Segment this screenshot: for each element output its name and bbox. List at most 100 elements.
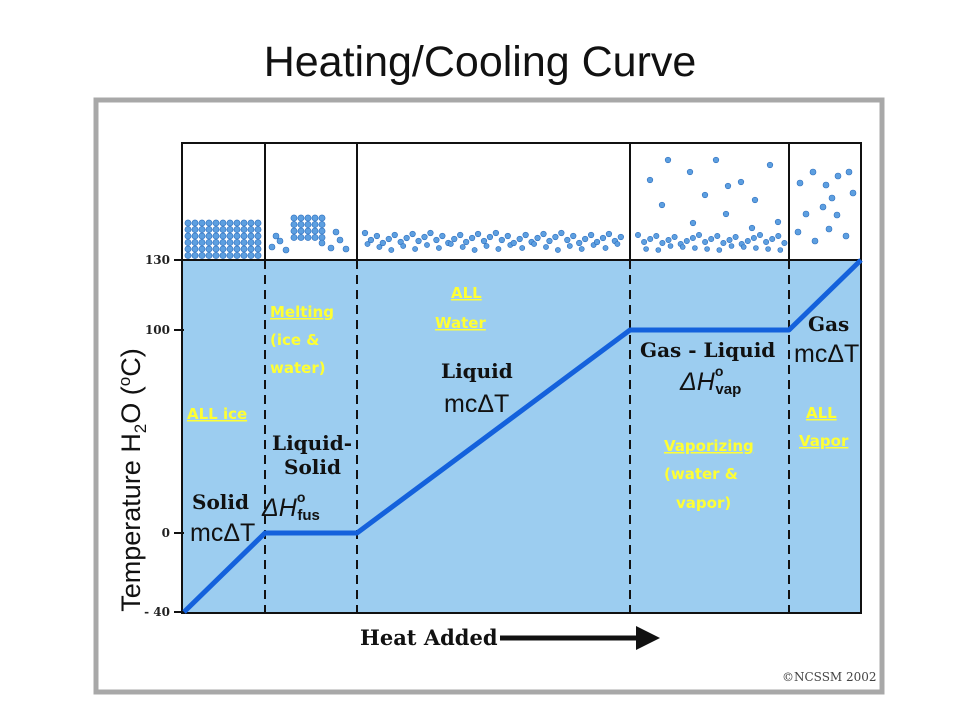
particle xyxy=(617,233,624,241)
particle xyxy=(769,236,776,243)
particle xyxy=(695,232,702,239)
particle xyxy=(421,233,428,241)
particle xyxy=(304,221,312,228)
solid-label: Solid xyxy=(192,490,249,514)
particle xyxy=(254,219,262,227)
particle xyxy=(522,231,529,239)
particle xyxy=(205,252,213,259)
particle xyxy=(775,233,782,240)
particle xyxy=(191,232,199,240)
particle xyxy=(336,236,344,244)
particle xyxy=(689,219,697,227)
particle xyxy=(435,245,442,251)
fusion-sub: fus xyxy=(297,507,320,524)
particle xyxy=(219,226,227,233)
fusion-degree: o xyxy=(297,489,306,505)
particle xyxy=(726,237,733,244)
particle xyxy=(605,230,613,238)
particle xyxy=(474,230,482,238)
particle xyxy=(247,232,255,240)
particle xyxy=(254,226,262,233)
melting-note-line1: Melting xyxy=(270,303,334,321)
particle xyxy=(796,179,804,187)
particle xyxy=(683,238,690,245)
particle xyxy=(469,234,476,242)
plot-area xyxy=(181,259,862,614)
particle xyxy=(756,232,763,239)
particle xyxy=(751,196,759,204)
particle xyxy=(492,229,500,237)
particle xyxy=(212,239,220,246)
liquid-formula: mcΔT xyxy=(444,390,509,418)
particle xyxy=(483,243,490,249)
particle xyxy=(290,227,298,235)
particle xyxy=(424,242,430,248)
particle xyxy=(546,237,553,245)
particle xyxy=(558,229,565,237)
particle xyxy=(724,182,732,190)
particle xyxy=(439,232,446,240)
particle xyxy=(247,245,255,253)
all-vapor-note-line2: Vapor xyxy=(799,432,849,450)
particle xyxy=(834,172,842,180)
particle xyxy=(212,252,220,259)
particle xyxy=(722,210,730,218)
particle xyxy=(219,245,227,253)
particle xyxy=(184,219,192,227)
ylabel-part-2: 2 xyxy=(131,424,150,433)
particle xyxy=(311,234,319,241)
particle xyxy=(367,236,375,244)
particle xyxy=(297,234,305,241)
particle xyxy=(664,156,672,164)
particle xyxy=(825,225,833,233)
vaporizing-note-line1: Vaporizing xyxy=(664,437,754,455)
particle-panel xyxy=(181,142,862,261)
particle xyxy=(653,233,660,240)
particle xyxy=(704,246,710,252)
particle xyxy=(480,237,488,245)
particle xyxy=(297,227,305,235)
particle xyxy=(765,246,771,252)
particle xyxy=(379,239,386,247)
particle xyxy=(641,239,648,246)
particle xyxy=(233,232,241,240)
particle xyxy=(667,243,674,249)
slide-title: Heating/Cooling Curve xyxy=(263,38,697,86)
particle xyxy=(451,235,458,243)
particle xyxy=(376,244,383,250)
particle xyxy=(184,232,192,240)
particle xyxy=(184,226,192,233)
particle xyxy=(400,243,407,249)
particle xyxy=(385,235,392,243)
particle xyxy=(811,237,819,245)
gas-liquid-label: Gas - Liquid xyxy=(640,338,775,362)
particle xyxy=(327,244,335,252)
particle xyxy=(516,235,523,243)
particle xyxy=(272,232,280,240)
particle xyxy=(247,219,255,227)
particle xyxy=(412,246,418,252)
melting-note-line2: (ice & xyxy=(270,331,319,349)
particle xyxy=(219,239,227,246)
particle xyxy=(342,245,350,253)
particle xyxy=(191,245,199,253)
particle xyxy=(226,245,234,253)
particle xyxy=(593,238,601,246)
particle xyxy=(692,245,698,251)
particle xyxy=(686,168,694,176)
particle xyxy=(240,226,248,233)
right-arrow-icon xyxy=(500,626,660,650)
particle xyxy=(361,229,369,237)
particle xyxy=(744,238,751,245)
particle xyxy=(290,214,298,222)
particle xyxy=(602,245,609,251)
fusion-delta-h: ΔH xyxy=(261,494,298,522)
particle xyxy=(198,232,206,240)
particle xyxy=(822,181,830,189)
particle xyxy=(732,234,739,241)
particle xyxy=(247,252,255,259)
particle xyxy=(233,219,241,227)
vap-delta-h: ΔH xyxy=(679,368,716,396)
particle xyxy=(212,232,220,240)
